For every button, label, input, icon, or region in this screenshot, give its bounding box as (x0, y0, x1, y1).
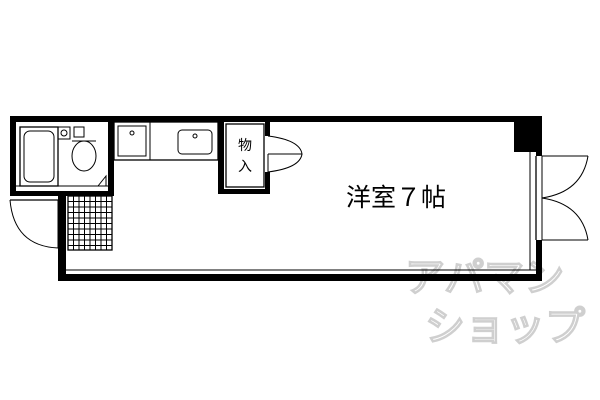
bathtub (19, 126, 59, 187)
storage-right-wall-bottom (265, 172, 270, 194)
tile-grid (68, 196, 112, 250)
inner-lines (16, 152, 536, 271)
storage-door-bottom (267, 153, 303, 173)
bath-partition-wall (108, 116, 114, 196)
partitions (108, 116, 270, 196)
watermark-logo: アパマン ショップ (404, 254, 585, 350)
storage-label-1: 物 (238, 138, 252, 154)
entrance-door (9, 199, 59, 249)
kitchen-counter (113, 121, 219, 161)
balcony-doors (535, 155, 589, 241)
drain-icon (96, 174, 107, 187)
toilet-icon (71, 140, 97, 172)
watermark-line2: ショップ (425, 304, 585, 350)
storage-label-2: 入 (238, 159, 252, 175)
kitchen (113, 121, 219, 161)
corner-pillar (514, 116, 542, 152)
top-wall (10, 116, 542, 122)
left-wall (10, 116, 16, 196)
lower-left-wall (58, 191, 66, 279)
outer-walls (10, 116, 542, 281)
balcony-door-swing-top (541, 155, 589, 199)
right-wall-lower (536, 240, 542, 281)
storage-right-wall-top (265, 116, 270, 136)
bottom-wall (58, 274, 542, 281)
sink-icon (177, 129, 213, 155)
entrance-tiles (67, 195, 113, 251)
storage-bottom-wall (218, 189, 270, 194)
toilet-area (57, 126, 107, 187)
refrigerator-space (117, 125, 147, 157)
washbasin-icon (57, 126, 71, 140)
entrance-door-swing (9, 199, 59, 249)
room-label: 洋室７帖 (346, 183, 446, 212)
balcony-door-swing-bottom (541, 197, 589, 241)
storage-left-wall (218, 116, 224, 193)
storage-door-top (267, 135, 303, 155)
storage-closet: 物 入 (225, 123, 303, 188)
